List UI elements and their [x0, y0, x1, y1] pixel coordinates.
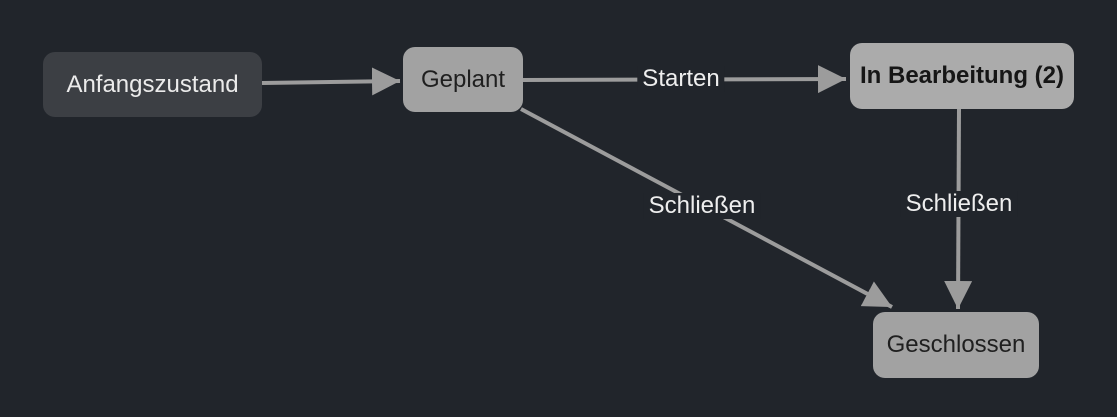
- node-geschlossen[interactable]: Geschlossen: [873, 312, 1039, 378]
- node-geplant-label: Geplant: [420, 65, 506, 93]
- edge-label-starten: Starten: [637, 66, 725, 92]
- node-geplant[interactable]: Geplant: [403, 47, 523, 112]
- node-anfangszustand-label: Anfangszustand: [66, 70, 239, 98]
- edge-anfangszustand-to-geplant[interactable]: [261, 67, 401, 96]
- node-in-bearbeitung[interactable]: In Bearbeitung (2): [850, 43, 1074, 109]
- edge-label-schliessen-right: Schließen: [900, 191, 1018, 217]
- node-geschlossen-label: Geschlossen: [886, 331, 1026, 358]
- edge-label-schliessen-left: Schließen: [643, 193, 761, 219]
- node-anfangszustand[interactable]: Anfangszustand: [43, 52, 262, 117]
- node-in-bearbeitung-label: In Bearbeitung (2): [859, 62, 1064, 89]
